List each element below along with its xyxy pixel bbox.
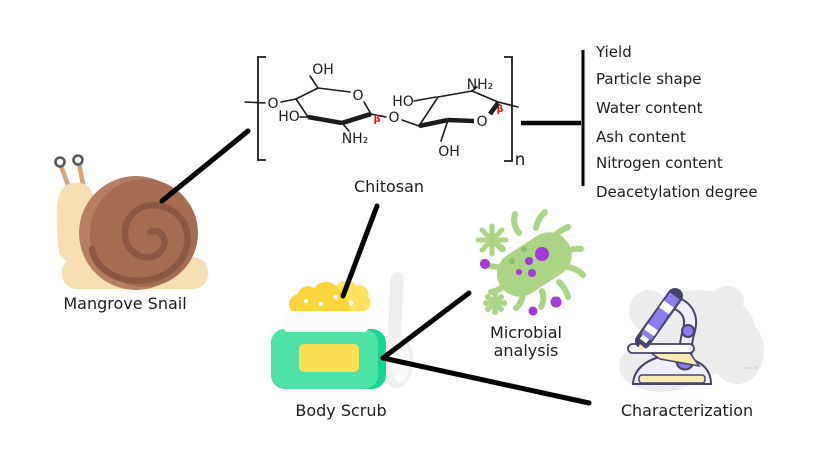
properties-bracket [521,50,585,186]
line-scrub-to-microbial [380,290,472,361]
bond-bold [488,101,500,116]
microbe-icon [475,209,586,316]
bond [295,87,319,100]
spatula-handle [387,272,404,352]
bond [401,119,420,127]
atom-label-nh2: NH₂ [467,77,494,93]
jar-rim [284,311,368,332]
line-scrub-to-characterization [380,355,592,406]
microbe-spot [525,257,533,265]
purple-particle [480,259,490,269]
microbe-spot [509,258,515,264]
atom-label-o: O [267,96,278,112]
microbe-spot [516,269,522,275]
antenna-tip-right [72,154,84,166]
bond [280,98,297,103]
microbe-spot [535,247,549,261]
body-scrub-label: Body Scrub [295,401,387,420]
antenna-tip-left [54,156,66,168]
atom-label-ho: HO [278,109,300,125]
property-item: Nitrogen content [596,154,723,172]
arm-joint-upper [681,324,695,338]
snail-icon [54,154,208,290]
microscope-tube [635,288,683,350]
microscope-icon [619,286,764,392]
bond-bold [447,117,475,124]
scrub-dot [303,298,309,304]
atom-label-glycosidic-o: O [388,110,399,126]
bond [295,98,309,118]
chitosan-structure: O OH O HO NH₂ β O HO NH₂ β O OH n [244,56,526,170]
chitosan-label: Chitosan [353,177,425,196]
microbe-body [496,232,572,297]
bond [497,101,519,108]
atom-label-ring-o: O [352,88,363,104]
bond-bold [418,117,449,129]
purple-particle [550,296,562,308]
bond [437,90,473,98]
bracket-right [504,56,513,162]
characterization-label: Characterization [620,401,754,420]
scrub-dot [333,294,339,300]
scrub-dot [348,300,354,306]
property-item: Yield [596,43,632,61]
repeat-subscript-n: n [515,150,526,170]
microbial-label-line1: Microbial [490,323,562,342]
purple-particle [528,306,538,316]
bond [317,87,351,93]
atom-label-oh: OH [312,62,334,78]
bond-bold [341,111,372,126]
line-snail-to-chitosan [159,128,251,204]
spore-star [475,223,509,257]
jar-label [299,344,359,372]
atom-label-oh: OH [438,144,460,160]
connector-lines [159,128,592,406]
microbe-spot [521,246,527,252]
beta-label: β [497,104,504,115]
atom-label-ring-o: O [476,114,487,130]
bond [341,122,350,132]
bond [418,96,439,127]
bond [370,113,387,118]
shell [90,179,198,287]
atom-label-ho: HO [392,94,414,110]
bond [244,101,266,104]
bond [413,96,437,102]
bond [440,119,449,142]
bond [471,90,499,103]
property-item: Ash content [596,128,686,146]
objective-light [637,344,646,350]
property-item: Water content [596,99,703,117]
line-chitosan-to-scrub [340,203,380,299]
beta-label: β [374,114,381,125]
body-scrub-icon [271,272,413,389]
spore-gear [483,291,507,315]
bond [309,75,319,89]
property-item: Particle shape [596,70,702,88]
bond [471,86,478,92]
bracket-left [257,56,266,161]
scrub-dot [318,301,324,307]
property-item: Deacetylation degree [596,183,758,201]
atom-label-nh2: NH₂ [342,131,369,147]
shell-spiral [88,201,191,285]
microbe-spot [528,269,536,277]
microbial-label-line2: analysis [493,341,559,360]
base-stripe [638,374,706,384]
snail-label: Mangrove Snail [63,294,187,313]
bond-bold [307,114,343,126]
